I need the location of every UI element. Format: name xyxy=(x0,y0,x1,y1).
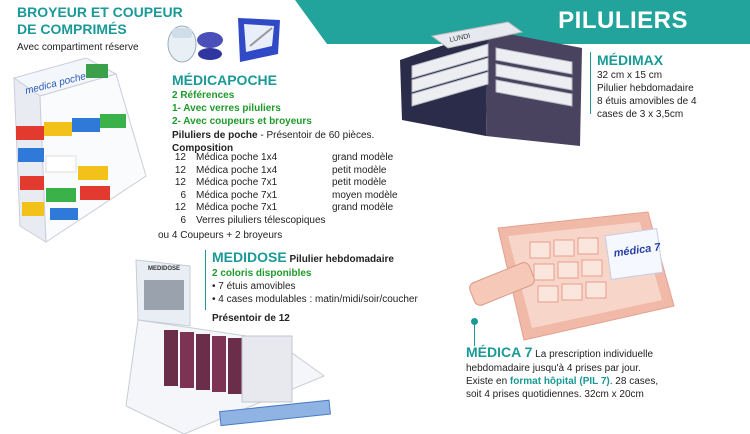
medimax-image: LUNDI xyxy=(400,21,582,146)
medica7-title-line: MÉDICA 7 La prescription individuelle xyxy=(466,344,748,362)
medimax-line3: 8 étuis amovibles de 4 xyxy=(597,96,697,107)
medimax-line4: cases de 3 x 3,5cm xyxy=(597,109,684,120)
medicapoche-composition-label: Composition xyxy=(172,143,234,154)
medicapoche-section: MÉDICAPOCHE 2 Références 1- Avec verres … xyxy=(172,72,402,155)
broyeur-title-line2: DE COMPRIMÉS xyxy=(17,21,127,37)
medicapoche-pocket: Piluliers de poche - Présentoir de 60 pi… xyxy=(172,129,402,142)
broyeur-coupeur-image xyxy=(167,18,280,63)
medicapoche-pocket-rest: - Présentoir de 60 pièces. xyxy=(257,130,375,141)
medidose-colors: 2 coloris disponibles xyxy=(212,268,312,279)
medica7-section: MÉDICA 7 La prescription individuelle he… xyxy=(466,344,748,401)
medicapoche-display-image: medica poche xyxy=(12,57,147,243)
medicapoche-extra2: ou 4 Coupeurs + 2 broyeurs xyxy=(158,230,283,241)
medidose-title-line: MEDIDOSE Pilulier hebdomadaire xyxy=(212,249,462,267)
medica7-bracket xyxy=(474,320,475,346)
medidose-display-image: MEDIDOSE xyxy=(125,259,331,434)
medidose-display: Présentoir de 12 xyxy=(212,313,290,324)
medimax-bracket xyxy=(590,52,591,114)
medicapoche-ref2: 2- Avec coupeurs et broyeurs xyxy=(172,116,312,127)
medimax-line1: 32 cm x 15 cm xyxy=(597,70,663,81)
medica7-title: MÉDICA 7 xyxy=(466,344,533,360)
medicapoche-pocket-bold: Piluliers de poche xyxy=(172,130,258,141)
medidose-bracket xyxy=(205,250,206,310)
broyeur-title-line1: BROYEUR ET COUPEUR xyxy=(17,4,183,20)
medidose-section: MEDIDOSE Pilulier hebdomadaire 2 coloris… xyxy=(212,249,462,325)
medidose-bullet2: • 4 cases modulables : matin/midi/soir/c… xyxy=(212,294,418,305)
medicapoche-ref1: 1- Avec verres piluliers xyxy=(172,103,281,114)
medica7-image: médica 7 xyxy=(469,211,675,341)
medimax-title: MÉDIMAX xyxy=(597,52,664,68)
page-title: PILULIERS xyxy=(558,7,688,34)
medica7-desc4: soit 4 prises quotidiennes. 32cm x 20cm xyxy=(466,389,644,400)
broyeur-title: BROYEUR ET COUPEUR DE COMPRIMÉS xyxy=(17,4,183,38)
medimax-line2: Pilulier hebdomadaire xyxy=(597,83,694,94)
medimax-box-label: LUNDI xyxy=(449,33,471,44)
medica7-hospital-format: format hôpital (PIL 7) xyxy=(509,376,610,387)
medica7-desc2: hebdomadaire jusqu'à 4 prises par jour. xyxy=(466,363,641,374)
medidose-box-label: MEDIDOSE xyxy=(148,266,180,272)
medimax-section: MÉDIMAX 32 cm x 15 cm Pilulier hebdomada… xyxy=(597,52,747,121)
medicapoche-refs: 2 Références xyxy=(172,90,235,101)
medidose-title: MEDIDOSE xyxy=(212,249,287,265)
medica7-desc3: Existe en format hôpital (PIL 7). 28 cas… xyxy=(466,376,659,387)
broyeur-subtitle: Avec compartiment réserve xyxy=(17,42,139,53)
medicapoche-title: MÉDICAPOCHE xyxy=(172,72,278,88)
medidose-bullet1: • 7 étuis amovibles xyxy=(212,281,296,292)
medica7-desc1: La prescription individuelle xyxy=(532,349,654,360)
medidose-title-rest: Pilulier hebdomadaire xyxy=(286,254,394,265)
